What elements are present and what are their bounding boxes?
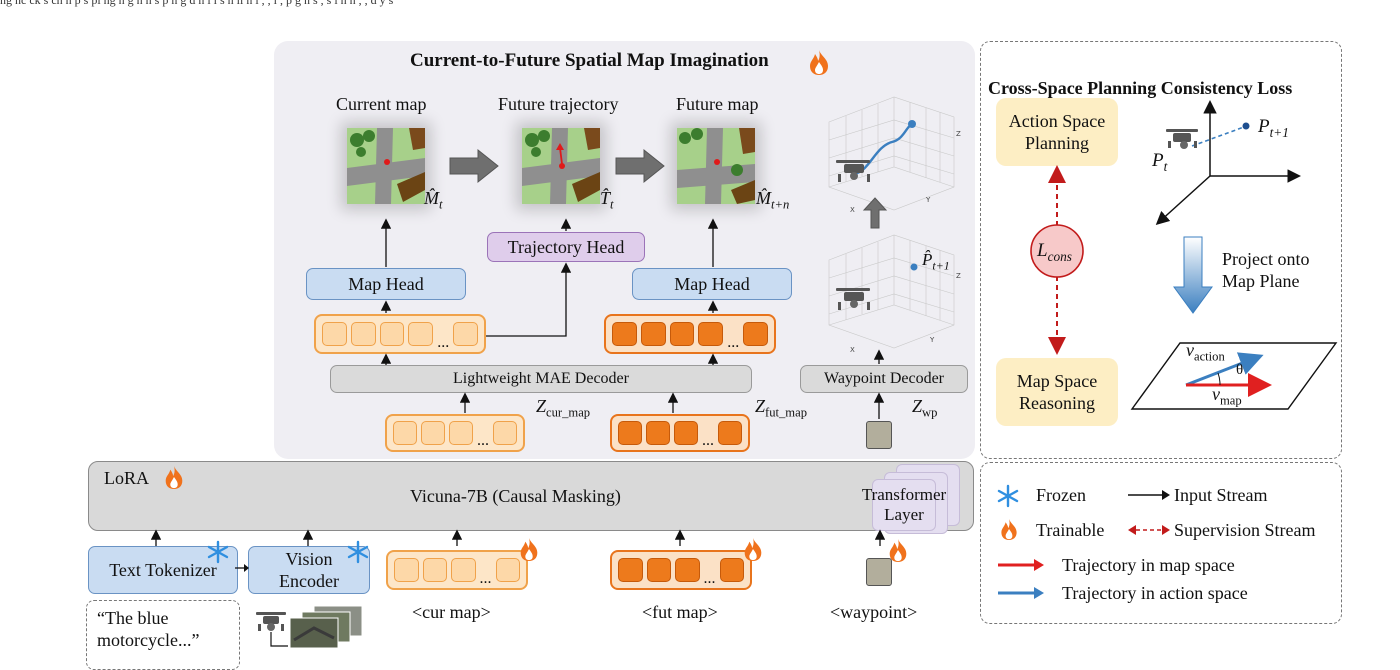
axis-y-label-1: Y bbox=[925, 196, 931, 204]
legend-panel bbox=[980, 462, 1342, 624]
latent-fut-map-tokens: ... bbox=[610, 414, 750, 452]
symbol-m-t: M̂t bbox=[424, 188, 443, 212]
flame-icon bbox=[1001, 518, 1017, 540]
flame-icon bbox=[165, 465, 183, 489]
future-trajectory-label: Future trajectory bbox=[498, 94, 619, 114]
action-space-planning-box: Action Space Planning bbox=[996, 98, 1118, 166]
waypoint-input-token bbox=[866, 558, 892, 586]
theta-label: θ bbox=[1236, 362, 1244, 378]
transition-arrow-2 bbox=[615, 148, 665, 184]
flame-icon bbox=[744, 537, 762, 561]
future-3d-trajectory-plot: Z Y X bbox=[828, 96, 961, 214]
p-t-label: Pt bbox=[1152, 150, 1168, 174]
flame-icon bbox=[889, 538, 907, 562]
cross-space-graphics bbox=[1030, 100, 1338, 410]
cur-map-input-tokens: ... bbox=[386, 550, 528, 590]
main-panel-title: Current-to-Future Spatial Map Imaginatio… bbox=[410, 50, 769, 71]
waypoint-token-label: <waypoint> bbox=[830, 602, 918, 622]
upward-gray-arrow bbox=[862, 197, 888, 229]
z-fut-map-label: Zfut_map bbox=[755, 396, 807, 420]
p-hat-t1-label: P̂t+1 bbox=[922, 250, 950, 273]
vicuna-label: Vicuna-7B (Causal Masking) bbox=[410, 486, 621, 506]
snowflake-icon bbox=[997, 484, 1019, 508]
axis-z-label-1: Z bbox=[956, 130, 961, 138]
p-t1-label: Pt+1 bbox=[1258, 116, 1289, 140]
waypoint-3d-plot: Z Y X bbox=[828, 234, 961, 354]
map-space-reasoning-box: Map Space Reasoning bbox=[996, 358, 1118, 426]
axis-x-label-2: X bbox=[850, 346, 855, 354]
snowflake-icon bbox=[347, 540, 369, 564]
fut-map-token-label: <fut map> bbox=[642, 602, 718, 622]
current-map-label: Current map bbox=[336, 94, 427, 114]
trajectory-head: Trajectory Head bbox=[487, 232, 645, 262]
action-space-trajectory-arrow bbox=[998, 587, 1044, 599]
supervision-stream-arrow bbox=[1128, 525, 1170, 535]
vision-encoder-box: Vision Encoder bbox=[248, 546, 370, 594]
axis-y-label-2: Y bbox=[929, 336, 935, 344]
cross-space-title: Cross-Space Planning Consistency Loss bbox=[988, 78, 1293, 98]
input-stream-arrow bbox=[1128, 490, 1170, 500]
decoded-fut-map-tokens: ... bbox=[604, 314, 776, 354]
legend-traj-action: Trajectory in action space bbox=[1062, 583, 1248, 603]
llm-bar bbox=[88, 461, 974, 531]
map-head-left: Map Head bbox=[306, 268, 466, 300]
current-map-image bbox=[347, 128, 425, 204]
input-arrows bbox=[150, 529, 886, 546]
flame-icon bbox=[810, 50, 828, 75]
project-label: Project onto Map Plane bbox=[1222, 249, 1310, 291]
main-panel-arrows bbox=[380, 218, 885, 419]
flame-icon bbox=[520, 537, 538, 561]
v-action-label: vaction bbox=[1186, 340, 1225, 364]
fut-map-input-tokens: ... bbox=[610, 550, 752, 590]
v-map-label: vmap bbox=[1212, 384, 1242, 408]
legend-traj-map: Trajectory in map space bbox=[1062, 555, 1235, 575]
l-cons-label: Lcons bbox=[1037, 240, 1072, 264]
symbol-t-t: T̂t bbox=[600, 188, 614, 212]
cur-map-token-label: <cur map> bbox=[412, 602, 491, 622]
symbol-m-tn: M̂t+n bbox=[756, 188, 790, 212]
transition-arrow-1 bbox=[449, 148, 499, 184]
legend-frozen: Frozen bbox=[1036, 485, 1086, 505]
future-trajectory-image bbox=[522, 128, 600, 204]
lora-label: LoRA bbox=[104, 468, 149, 488]
latent-waypoint-token bbox=[866, 421, 892, 449]
latent-cur-map-tokens: ... bbox=[385, 414, 525, 452]
snowflake-icon bbox=[207, 540, 229, 564]
axis-x-label-1: X bbox=[850, 206, 855, 214]
map-space-trajectory-arrow bbox=[998, 559, 1044, 571]
instruction-text: “The blue motorcycle...” bbox=[97, 608, 200, 650]
drone-camera-frames-icon bbox=[256, 605, 363, 649]
legend-trainable: Trainable bbox=[1036, 520, 1105, 540]
legend-supervision-stream: Supervision Stream bbox=[1174, 520, 1316, 540]
tokenizer-to-encoder-arrow bbox=[235, 564, 249, 572]
decoded-cur-map-tokens: ... bbox=[314, 314, 486, 354]
lightweight-mae-decoder: Lightweight MAE Decoder bbox=[330, 365, 752, 393]
waypoint-decoder: Waypoint Decoder bbox=[800, 365, 968, 393]
future-map-image bbox=[677, 128, 755, 204]
z-wp-label: Zwp bbox=[912, 396, 938, 420]
legend-input-stream: Input Stream bbox=[1174, 485, 1268, 505]
z-cur-map-label: Zcur_map bbox=[536, 396, 591, 420]
instruction-box: “The blue motorcycle...” bbox=[86, 600, 240, 670]
transformer-layer: Transformer Layer bbox=[862, 479, 946, 531]
cropped-caption: ng nc ck s ch n p s pl ng n g n n s p n … bbox=[0, 0, 394, 7]
map-head-right: Map Head bbox=[632, 268, 792, 300]
future-map-label: Future map bbox=[676, 94, 759, 114]
axis-z-label-2: Z bbox=[956, 272, 961, 280]
